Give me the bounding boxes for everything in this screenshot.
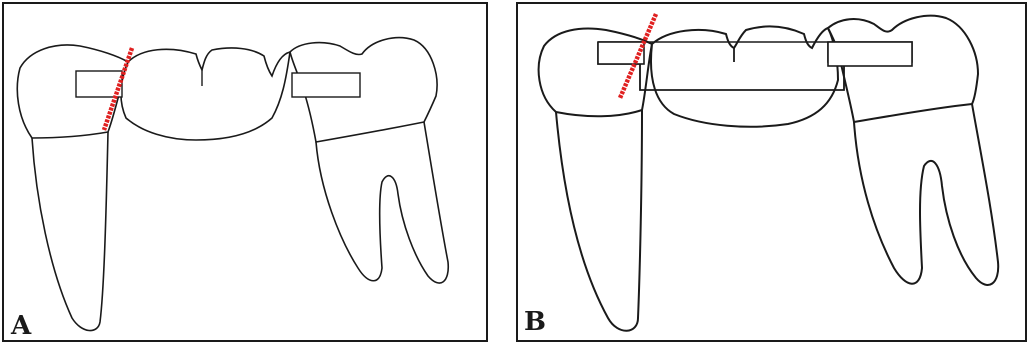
panel-b: B (514, 0, 1030, 347)
abutment-root-left (32, 132, 108, 331)
connector-box-right (292, 73, 360, 97)
panel-b-diagram: B (514, 0, 1030, 347)
panel-a: A (0, 0, 492, 347)
connector-box-right (828, 42, 912, 66)
abutment-root-left (556, 110, 642, 331)
abutment-root-right (854, 104, 998, 285)
pontic (121, 48, 290, 140)
panel-a-diagram: A (0, 0, 492, 347)
panel-a-label: A (10, 311, 32, 341)
abutment-root-right (316, 122, 448, 283)
abutment-crown-right (828, 16, 978, 122)
panel-b-label: B (524, 307, 546, 337)
